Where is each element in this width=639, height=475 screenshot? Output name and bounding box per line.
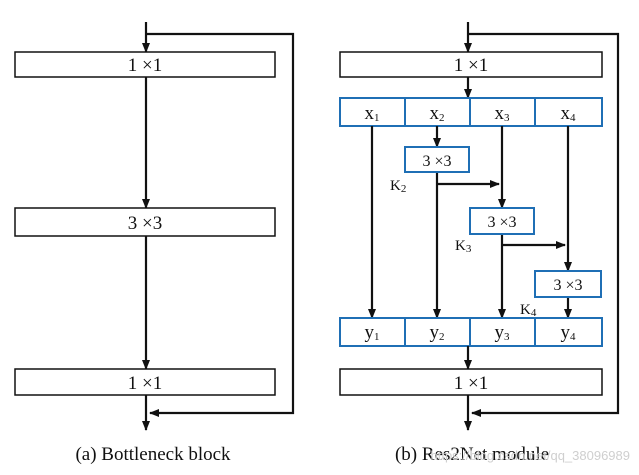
conv-k2-box — [404, 146, 470, 173]
conv-k4-label: 3 ×3 — [553, 277, 582, 294]
split-x3-box — [469, 97, 536, 127]
split-x1-label: x1 — [365, 103, 380, 124]
conv-1x1-top-label: 1 ×1 — [128, 55, 162, 76]
out-y2-box — [404, 317, 471, 347]
conv-k3-label: 3 ×3 — [487, 214, 516, 231]
conv-1x1-bottom-box — [14, 368, 276, 396]
conv-k3-box — [469, 207, 535, 235]
caption-bottleneck: (a) Bottleneck block — [75, 444, 231, 465]
r-conv-1x1-top-box — [339, 51, 603, 78]
conv-3x3-box — [14, 207, 276, 237]
split-row: x1 x2 x3 x4 — [339, 97, 603, 127]
out-y4-label: y4 — [561, 322, 577, 343]
out-y1-label: y1 — [365, 322, 380, 343]
r-conv-1x1-top-label: 1 ×1 — [454, 55, 488, 76]
conv-1x1-bottom-label: 1 ×1 — [128, 373, 162, 394]
split-x4-label: x4 — [561, 103, 577, 124]
split-x2-label: x2 — [430, 103, 445, 124]
conv-k4-box — [534, 270, 602, 298]
r-conv-1x1-bottom-box — [339, 368, 603, 396]
res2net-module: 1 ×1 x1 x2 x3 x4 3 ×3 K2 3 ×3 K3 — [339, 22, 620, 465]
k4-label: K4 — [520, 302, 537, 319]
out-y3-label: y3 — [495, 322, 511, 343]
residual-connection — [146, 32, 295, 417]
out-y2-label: y2 — [430, 322, 445, 343]
conv-1x1-top-box — [14, 51, 276, 78]
conv-k2-label: 3 ×3 — [422, 153, 451, 170]
out-y1-box — [339, 317, 406, 347]
split-x3-label: x3 — [495, 103, 511, 124]
bottleneck-block: 1 ×1 3 ×3 1 ×1 (a) Bottleneck block — [14, 22, 295, 465]
k2-label: K2 — [390, 178, 406, 195]
r-residual-connection — [468, 32, 620, 417]
k3-label: K3 — [455, 238, 472, 255]
out-y3-box — [469, 317, 536, 347]
conv-3x3-label: 3 ×3 — [128, 213, 162, 234]
caption-res2net: (b) Res2Net module — [395, 444, 549, 465]
r-conv-1x1-bottom-label: 1 ×1 — [454, 373, 488, 394]
split-x4-box — [534, 97, 603, 127]
output-row: y1 y2 y3 y4 — [339, 317, 603, 347]
split-x2-box — [404, 97, 471, 127]
watermark: https://blog.csdn.net/qq_38096989 — [431, 448, 631, 463]
out-y4-box — [534, 317, 603, 347]
